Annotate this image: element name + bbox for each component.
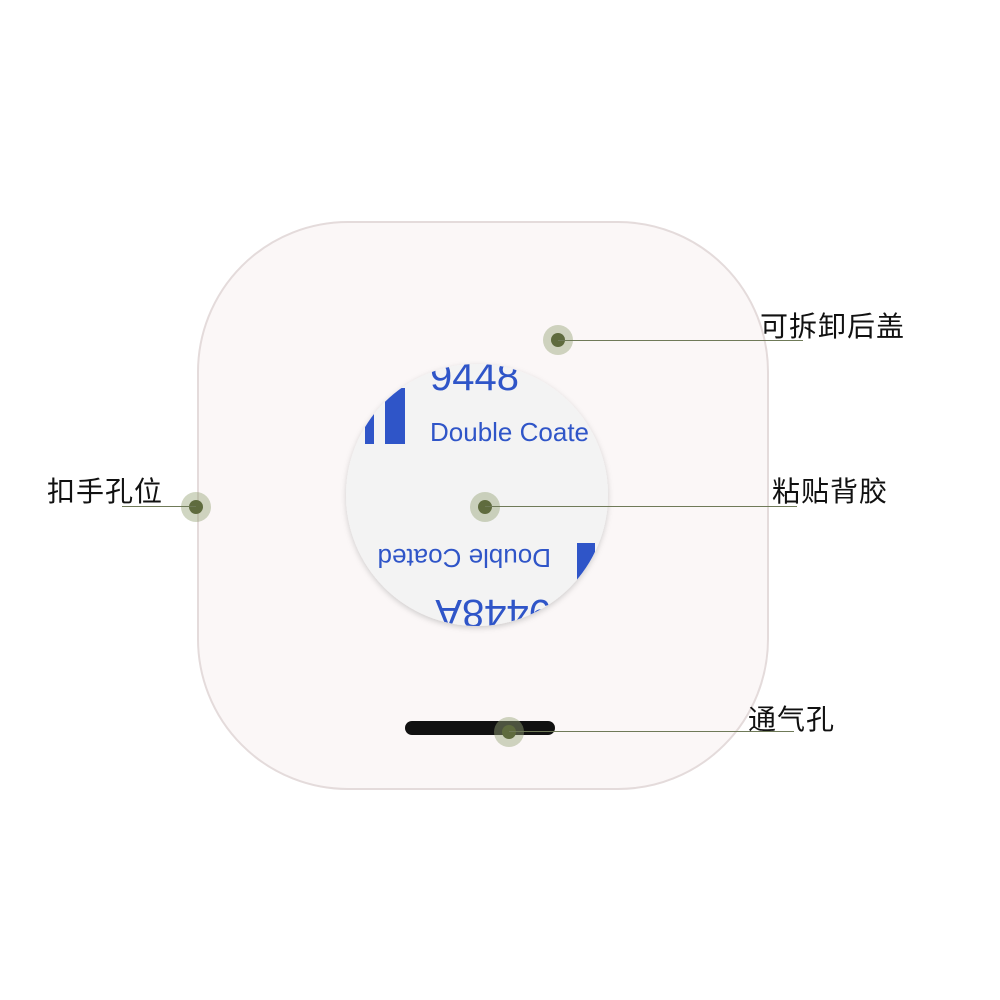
vent-slot	[405, 721, 555, 735]
leader-finger-hole	[122, 506, 196, 507]
sticker-code-top: 9448	[430, 355, 519, 399]
marker-finger-hole	[181, 492, 211, 522]
label-removable-back-cover: 可拆卸后盖	[760, 310, 906, 343]
sticker-print: 9448 Double Coate Double Coated 9448A	[365, 355, 608, 626]
marker-adhesive	[470, 492, 500, 522]
leader-adhesive	[485, 506, 797, 507]
label-adhesive-backing: 粘贴背胶	[772, 475, 889, 508]
adhesive-sticker	[346, 364, 608, 626]
sticker-print-top: Double Coate	[430, 417, 589, 447]
sticker-blue-bar	[385, 388, 405, 444]
leader-vent-hole	[509, 731, 794, 732]
leader-back-cover	[558, 340, 803, 341]
label-vent-hole: 通气孔	[748, 703, 836, 736]
label-finger-hole: 扣手孔位	[47, 475, 164, 508]
sticker-print-bottom: Double Coated	[378, 543, 551, 573]
marker-vent-hole	[494, 717, 524, 747]
sticker-blue-bar	[365, 402, 374, 444]
